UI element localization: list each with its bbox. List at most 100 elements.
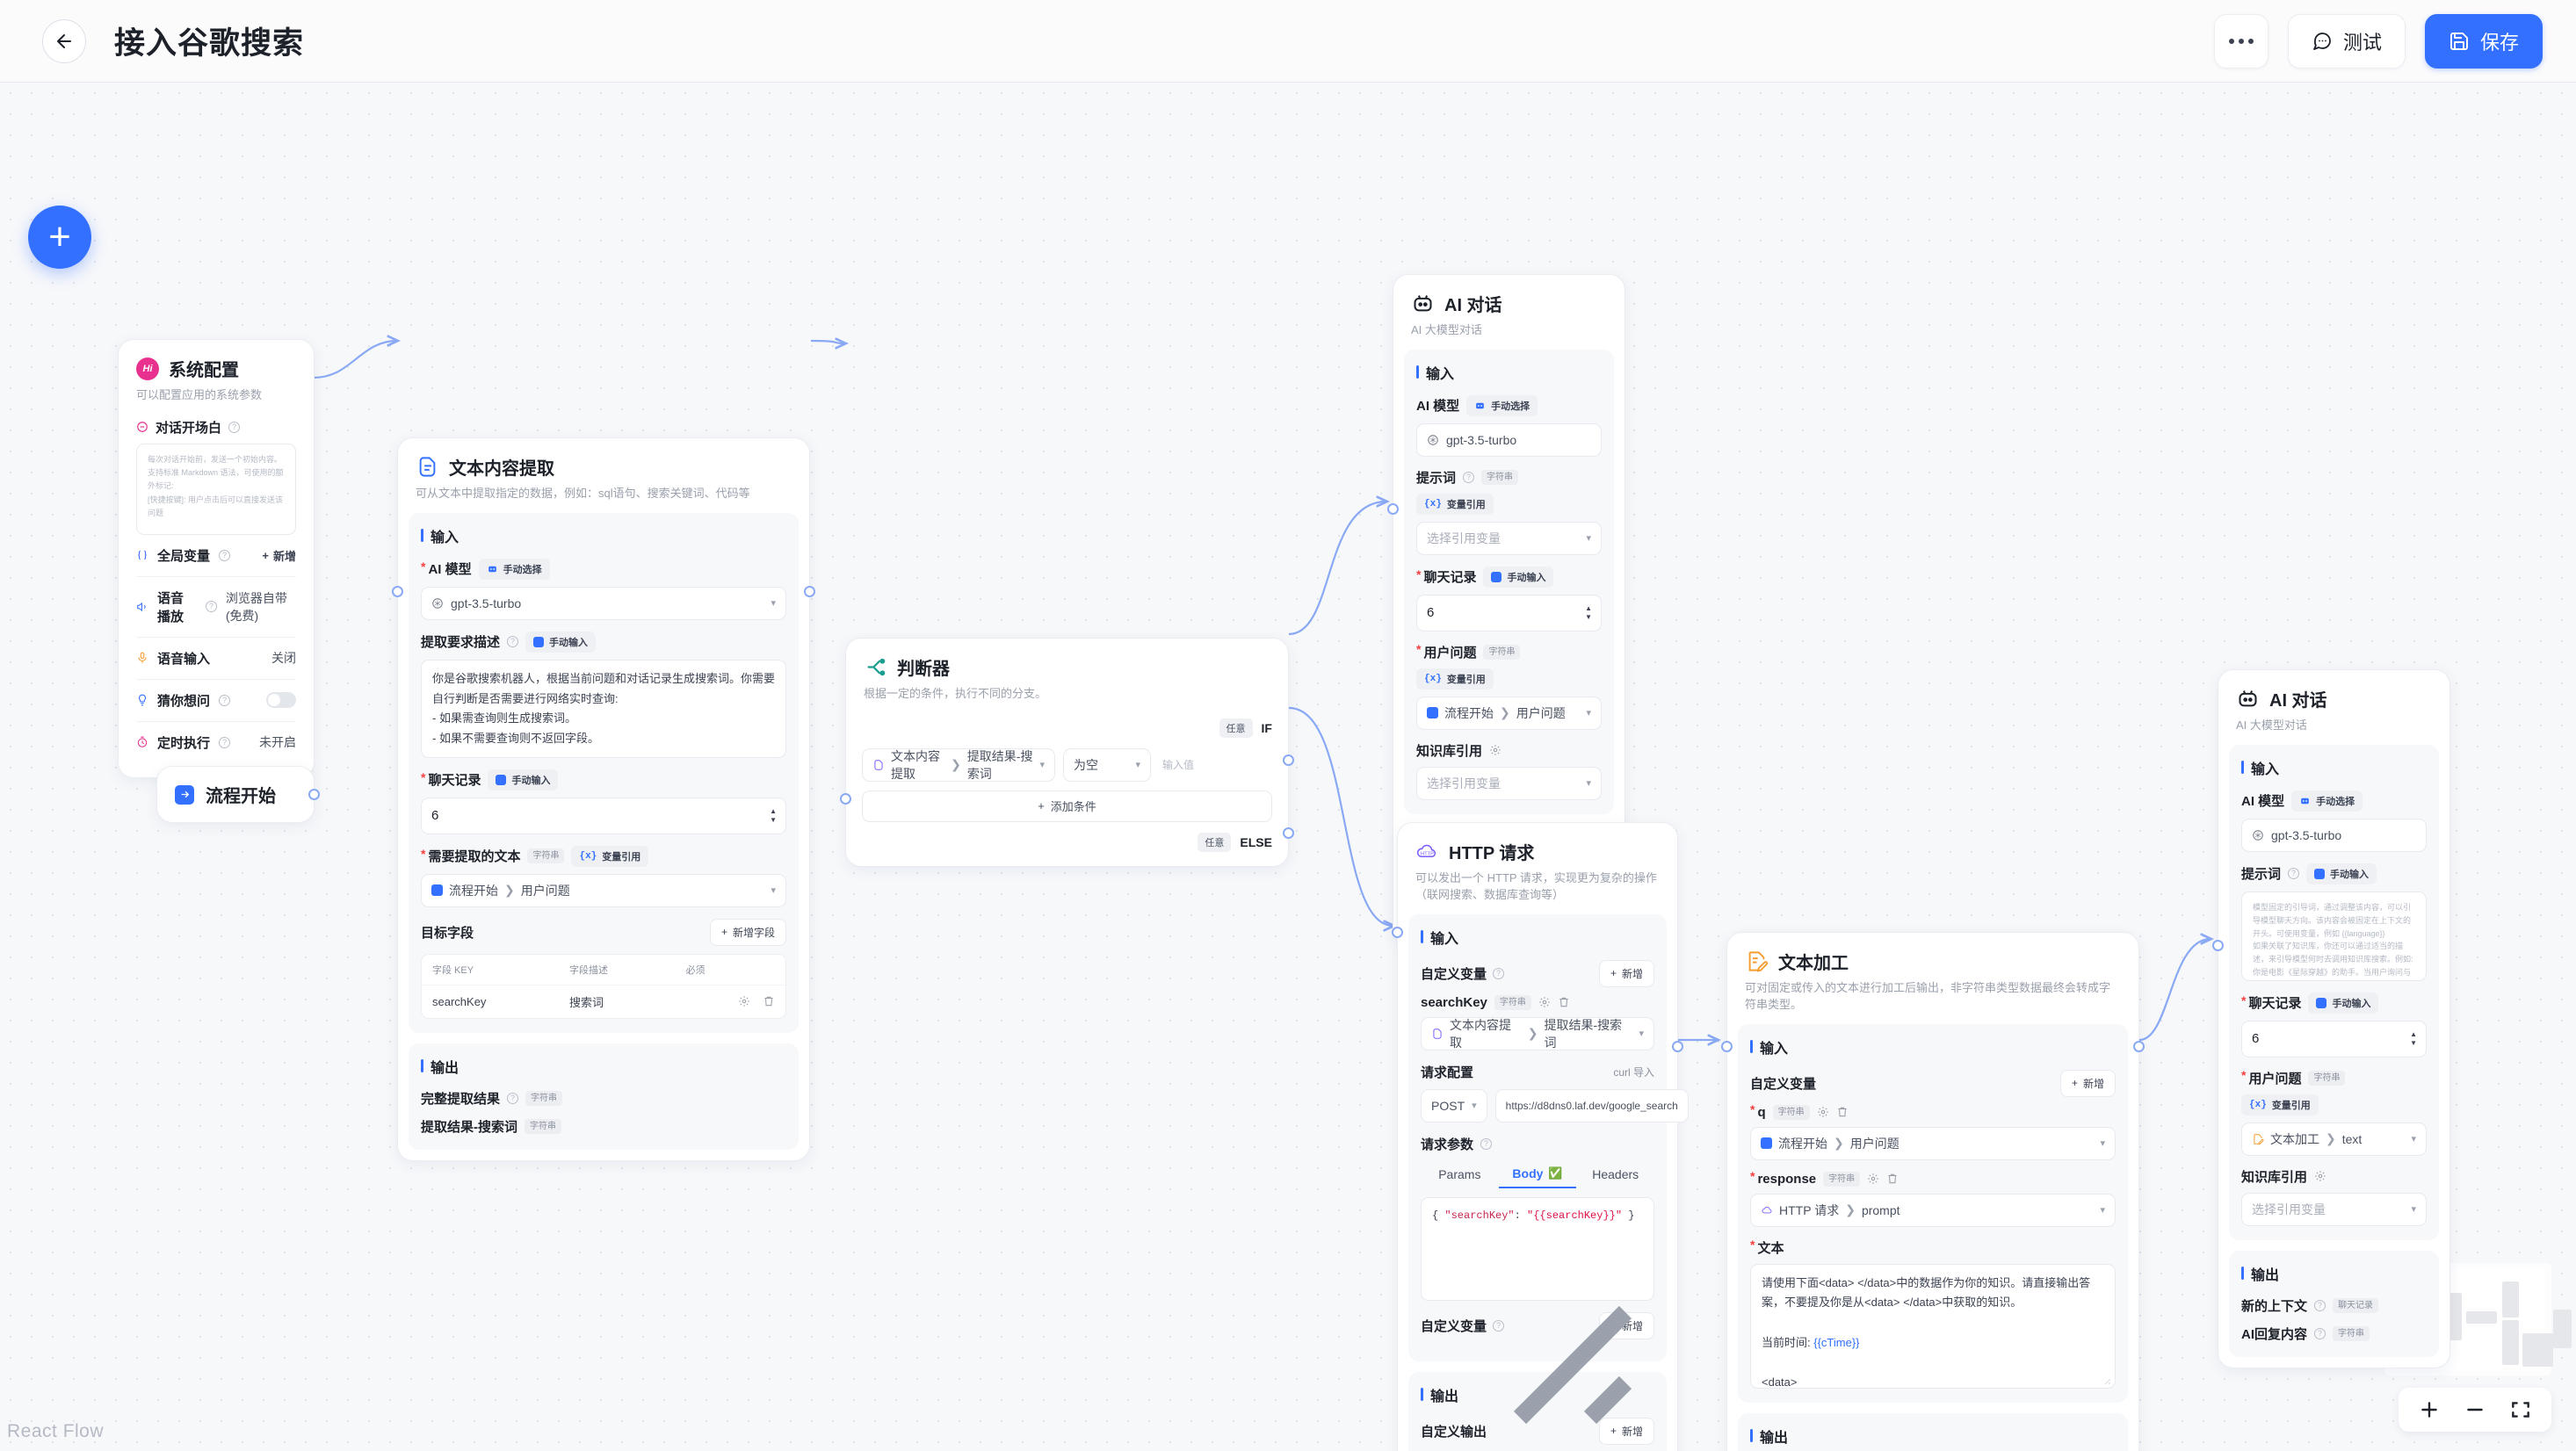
add-condition-button[interactable]: + 添加条件: [862, 790, 1272, 822]
condition-input-handle[interactable]: [840, 793, 851, 805]
condition-variable-select[interactable]: 文本内容提取 ❯ 提取结果-搜索词 ▾: [862, 747, 1055, 782]
tab-params[interactable]: Params: [1438, 1166, 1481, 1181]
gear-icon[interactable]: [1817, 1106, 1829, 1118]
node-text-process[interactable]: 文本加工 可对固定或传入的文本进行加工后输出，非字符串类型数据最终会转成字符串类…: [1721, 932, 2145, 1451]
node-text-extract[interactable]: 文本内容提取 可从文本中提取指定的数据，例如：sql语句、搜索关键词、代码等 输…: [392, 437, 815, 1161]
node-system-config[interactable]: Hi 系统配置 可以配置应用的系统参数 对话开场白 ? 每次对话开始前，发送一个…: [118, 339, 315, 778]
manual-input-chip[interactable]: 手动输入: [2308, 992, 2379, 1014]
gear-icon[interactable]: [1538, 996, 1551, 1008]
flow-start-output-handle[interactable]: [308, 789, 320, 800]
help-icon[interactable]: ?: [507, 636, 519, 648]
http-url-input[interactable]: https://d8dns0.laf.dev/google_search: [1494, 1088, 1689, 1123]
table-row[interactable]: searchKey 搜索词: [422, 984, 785, 1018]
variable-ref-chip[interactable]: {x}变量引用: [2241, 1094, 2319, 1115]
chat-history-stepper[interactable]: 6 ▲▼: [1416, 594, 1602, 632]
ai-model-select[interactable]: gpt-3.5-turbo: [2241, 818, 2427, 852]
if-any-badge[interactable]: 任意: [1219, 718, 1253, 738]
text-extract-output-handle[interactable]: [804, 586, 815, 597]
curl-import-button[interactable]: curl 导入: [1613, 1065, 1654, 1079]
var-q-select[interactable]: 流程开始 ❯ 用户问题 ▾: [1750, 1126, 2116, 1160]
else-any-badge[interactable]: 任意: [1198, 832, 1232, 852]
gear-icon[interactable]: [1489, 744, 1501, 756]
add-custom-var-button[interactable]: + 新增: [2059, 1069, 2116, 1097]
trash-icon[interactable]: [1558, 996, 1570, 1008]
zoom-out-button[interactable]: [2464, 1398, 2486, 1421]
stepper-arrows[interactable]: ▲▼: [1585, 596, 1592, 631]
condition-value-input[interactable]: 输入值: [1162, 759, 1195, 772]
http-body-editor[interactable]: { "searchKey": "{{searchKey}}" }: [1421, 1196, 1654, 1425]
text-process-input-handle[interactable]: [1721, 1041, 1733, 1052]
user-question-select[interactable]: 流程开始 ❯ 用户问题 ▾: [1416, 696, 1602, 730]
tab-body[interactable]: Body✅: [1498, 1160, 1577, 1188]
ai-model-select[interactable]: gpt-3.5-turbo: [1416, 422, 1602, 457]
add-node-button[interactable]: +: [28, 206, 91, 269]
condition-else-handle[interactable]: [1283, 827, 1294, 839]
help-icon[interactable]: ?: [1480, 1137, 1493, 1150]
variable-ref-chip[interactable]: {x}变量引用: [1416, 493, 1494, 515]
manual-input-chip[interactable]: 手动输入: [2306, 863, 2377, 884]
gear-icon[interactable]: [738, 995, 750, 1007]
trash-icon[interactable]: [763, 995, 775, 1007]
save-button[interactable]: 保存: [2424, 13, 2543, 69]
help-icon[interactable]: ?: [219, 549, 231, 561]
add-global-variable-button[interactable]: + 新增: [262, 548, 296, 563]
help-icon[interactable]: ?: [1463, 471, 1475, 483]
node-flow-start[interactable]: 流程开始: [156, 766, 320, 823]
manual-input-chip[interactable]: 手动输入: [525, 631, 597, 653]
manual-input-chip[interactable]: 手动输入: [488, 769, 559, 790]
help-icon[interactable]: ?: [1493, 967, 1505, 979]
help-icon[interactable]: ?: [228, 421, 241, 433]
add-custom-var-button[interactable]: + 新增: [1598, 959, 1654, 987]
http-input-handle[interactable]: [1392, 927, 1403, 938]
more-options-button[interactable]: [2213, 13, 2268, 69]
add-custom-output-button[interactable]: + 新增: [1598, 1417, 1654, 1445]
opener-textarea[interactable]: 每次对话开始前，发送一个初始内容。支持标准 Markdown 语法，可使用的额外…: [136, 443, 296, 535]
node-ai-chat-right[interactable]: AI 对话 AI 大模型对话 输入 AI 模型 手动选择 gpt-3.5-tur…: [2212, 669, 2450, 1368]
trash-icon[interactable]: [1886, 1173, 1899, 1185]
resize-handle-icon[interactable]: [1432, 1224, 1643, 1435]
zoom-in-button[interactable]: [2418, 1398, 2441, 1421]
trash-icon[interactable]: [1836, 1106, 1849, 1118]
workflow-canvas[interactable]: + Hi 系统配置 可以配置应用的系统参数 对话开场白 ? 每次对话开始前，发送…: [0, 83, 2576, 1451]
extract-req-textarea[interactable]: 你是谷歌搜索机器人，根据当前问题和对话记录生成搜索词。你需要自行判断是否需要进行…: [421, 659, 786, 758]
test-button[interactable]: 测试: [2287, 13, 2406, 69]
condition-operator-select[interactable]: 为空 ▾: [1063, 747, 1151, 782]
help-icon[interactable]: ?: [219, 736, 231, 748]
help-icon[interactable]: ?: [1493, 1319, 1505, 1332]
help-icon[interactable]: ?: [507, 1092, 519, 1104]
user-question-select[interactable]: 文本加工 ❯ text ▾: [2241, 1122, 2427, 1156]
help-icon[interactable]: ?: [219, 694, 231, 706]
back-button[interactable]: [42, 18, 86, 63]
text-extract-input-handle[interactable]: [392, 586, 403, 597]
help-icon[interactable]: ?: [2314, 1299, 2326, 1311]
sysrow-guess-question[interactable]: 猜你想问 ?: [136, 680, 296, 722]
http-var-select[interactable]: 文本内容提取 ❯ 提取结果-搜索词 ▾: [1421, 1016, 1654, 1050]
condition-if-handle[interactable]: [1283, 754, 1294, 766]
tab-headers[interactable]: Headers: [1592, 1166, 1639, 1181]
chat-history-stepper[interactable]: 6 ▲▼: [421, 797, 786, 834]
manual-select-chip[interactable]: 手动选择: [1466, 394, 1538, 416]
ai-chat-top-input-handle[interactable]: [1387, 503, 1399, 515]
guess-question-toggle[interactable]: [266, 692, 296, 709]
text-process-output-handle[interactable]: [2133, 1041, 2145, 1052]
kb-ref-select[interactable]: 选择引用变量▾: [2241, 1192, 2427, 1226]
help-icon[interactable]: ?: [2314, 1327, 2326, 1339]
ai-chat-right-input-handle[interactable]: [2212, 940, 2224, 951]
source-text-select[interactable]: 流程开始 ❯ 用户问题 ▾: [421, 873, 786, 907]
http-output-handle[interactable]: [1672, 1041, 1683, 1052]
kb-ref-select[interactable]: 选择引用变量▾: [1416, 766, 1602, 800]
manual-select-chip[interactable]: 手动选择: [478, 558, 550, 580]
fit-view-button[interactable]: [2509, 1398, 2532, 1421]
text-process-textarea[interactable]: 请使用下面<data> </data>中的数据作为你的知识。请直接输出答案，不要…: [1750, 1263, 2116, 1389]
node-condition[interactable]: 判断器 根据一定的条件，执行不同的分支。 任意 IF 文本内容提取 ❯ 提取结果…: [840, 638, 1294, 867]
prompt-select[interactable]: 选择引用变量▾: [1416, 521, 1602, 555]
prompt-textarea[interactable]: 模型固定的引导词，通过调整该内容，可以引导模型聊天方向。该内容会被固定在上下文的…: [2241, 891, 2427, 981]
variable-ref-chip[interactable]: {x}变量引用: [571, 845, 649, 867]
http-method-select[interactable]: POST▾: [1421, 1088, 1487, 1123]
gear-icon[interactable]: [2314, 1170, 2326, 1182]
manual-input-chip[interactable]: 手动输入: [1483, 566, 1554, 588]
resize-handle-icon[interactable]: [2101, 1375, 2111, 1385]
add-field-button[interactable]: + 新增字段: [709, 918, 786, 946]
ai-model-select[interactable]: gpt-3.5-turbo ▾: [421, 586, 786, 620]
gear-icon[interactable]: [1867, 1173, 1879, 1185]
